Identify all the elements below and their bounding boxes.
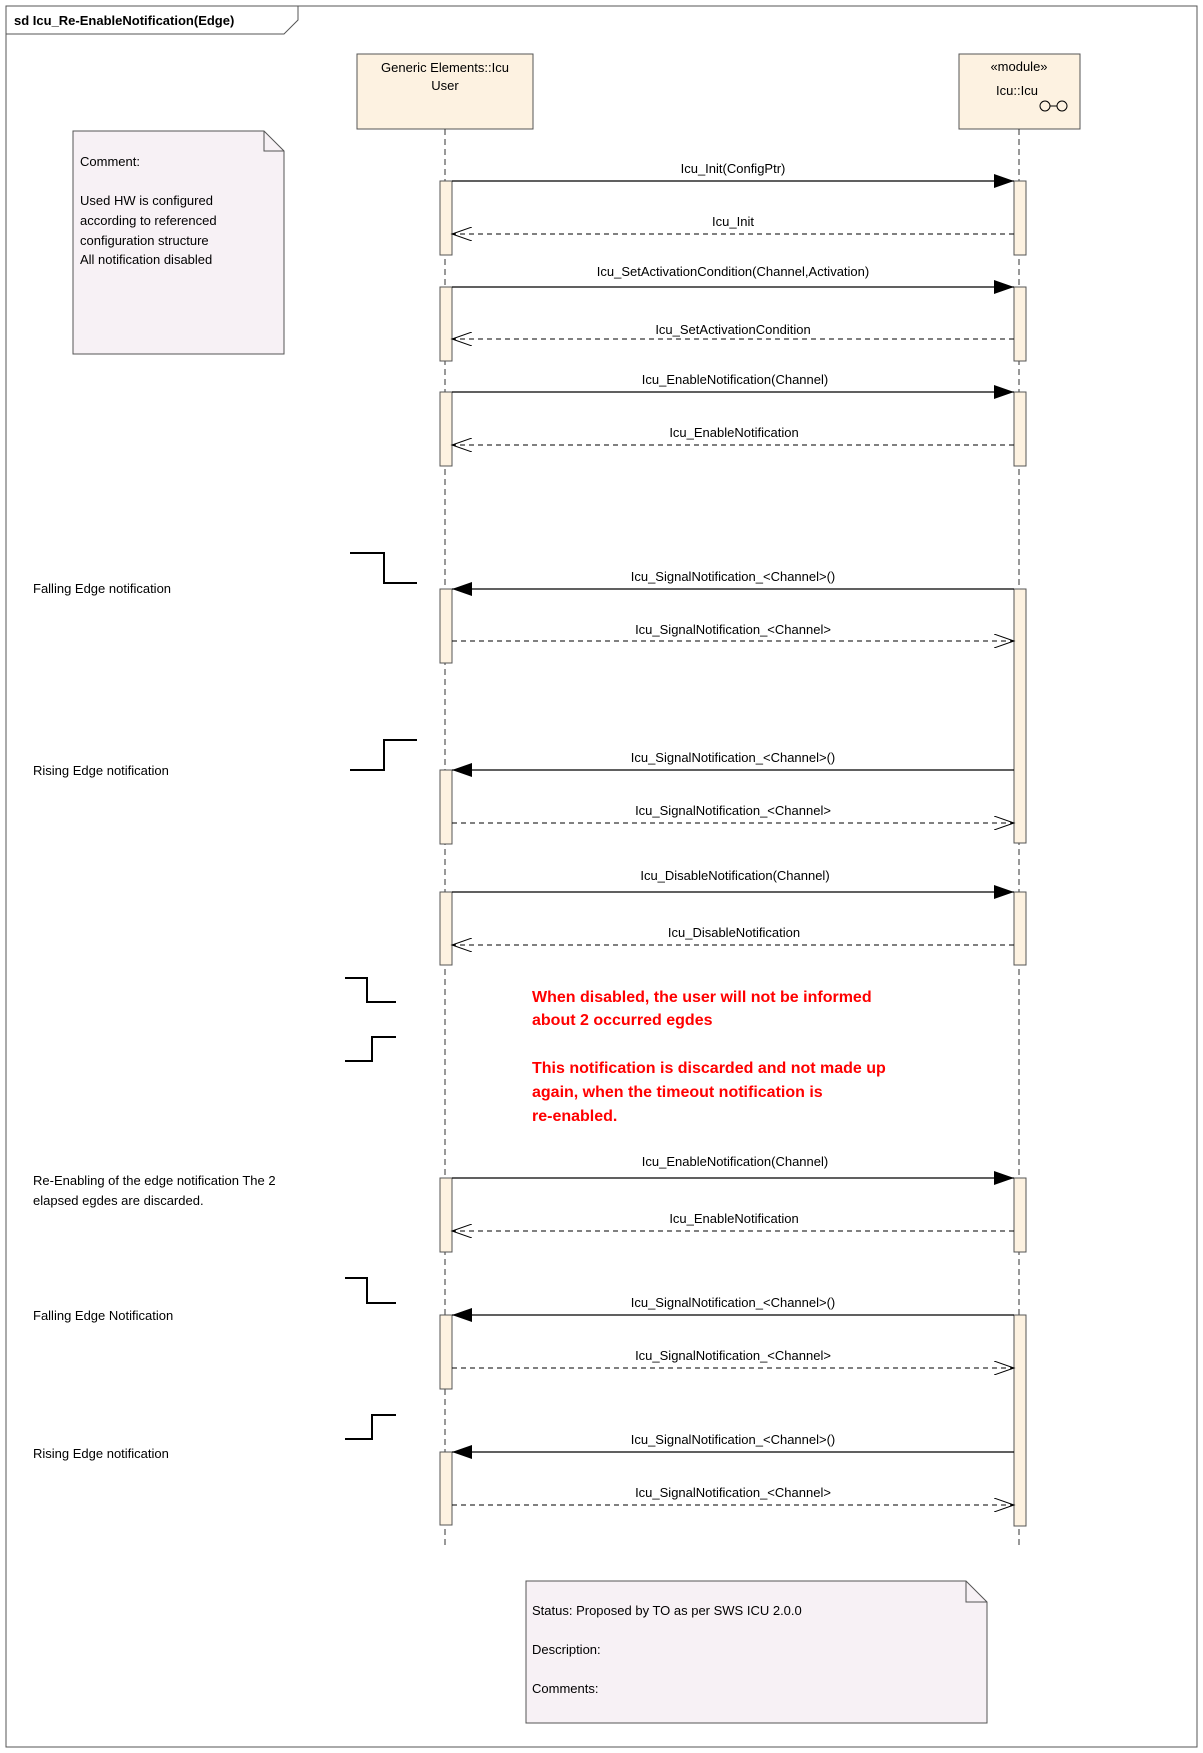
comment-note-line: All notification disabled <box>80 252 212 267</box>
status-note-status: Status: Proposed by TO as per SWS ICU 2.… <box>532 1603 802 1618</box>
frame-title: sd Icu_Re-EnableNotification(Edge) <box>14 13 234 28</box>
lifeline-user-name-line1: Generic Elements::Icu <box>381 60 509 75</box>
rising-edge-icon <box>345 1414 396 1440</box>
activation-bar-user <box>439 1314 453 1390</box>
red-annotation: re-enabled. <box>532 1108 617 1125</box>
lifeline-icu-name: Icu::Icu <box>996 83 1038 98</box>
message-label: Icu_SignalNotification_<Channel>() <box>631 1432 836 1447</box>
message-label: Icu_SignalNotification_<Channel> <box>635 1485 831 1500</box>
message-label: Icu_SignalNotification_<Channel> <box>635 622 831 637</box>
status-note-description: Description: <box>532 1642 601 1657</box>
message-label: Icu_Init <box>712 214 754 229</box>
falling-edge-icon <box>350 552 417 584</box>
activation-bar-icu <box>1013 286 1027 362</box>
activation-bar-icu <box>1013 1314 1027 1527</box>
activation-bar-icu <box>1013 891 1027 966</box>
status-note-comments: Comments: <box>532 1681 598 1696</box>
red-annotation: about 2 occurred egdes <box>532 1012 713 1029</box>
comment-note-fold <box>263 131 284 152</box>
status-note <box>525 1580 988 1724</box>
comment-note-line: according to referenced <box>80 213 217 228</box>
falling-edge-icon <box>345 977 396 1003</box>
message-label: Icu_SignalNotification_<Channel>() <box>631 750 836 765</box>
comment-note <box>72 130 285 355</box>
falling-edge-icon <box>345 1277 396 1304</box>
side-label-falling-edge: Falling Edge Notification <box>33 1308 173 1323</box>
red-annotation: This notification is discarded and not m… <box>532 1060 886 1077</box>
lifeline-header-icu[interactable] <box>958 53 1081 130</box>
message-label: Icu_EnableNotification(Channel) <box>642 372 828 387</box>
lifeline-user-name-line2: User <box>431 78 459 93</box>
comment-note-heading: Comment: <box>80 154 140 169</box>
side-label-rising-edge: Rising Edge notification <box>33 763 169 778</box>
activation-bar-user <box>439 769 453 845</box>
activation-bar-icu <box>1013 180 1027 256</box>
message-label: Icu_DisableNotification(Channel) <box>640 868 829 883</box>
red-annotation: When disabled, the user will not be info… <box>532 989 872 1006</box>
lifeline-icu-stereotype: «module» <box>990 59 1047 74</box>
activation-bar-user <box>439 391 453 467</box>
side-label-falling-edge: Falling Edge notification <box>33 581 171 596</box>
message-label: Icu_SignalNotification_<Channel> <box>635 1348 831 1363</box>
message-label: Icu_EnableNotification <box>669 1211 798 1226</box>
message-label: Icu_EnableNotification(Channel) <box>642 1154 828 1169</box>
side-label-reenable: elapsed egdes are discarded. <box>33 1193 204 1208</box>
message-label: Icu_SignalNotification_<Channel> <box>635 803 831 818</box>
message-label: Icu_SignalNotification_<Channel>() <box>631 1295 836 1310</box>
message-label: Icu_SetActivationCondition <box>655 322 810 337</box>
activation-bar-user <box>439 588 453 664</box>
activation-bar-user <box>439 1451 453 1526</box>
activation-bar-user <box>439 286 453 362</box>
activation-bar-user <box>439 1177 453 1253</box>
message-label: Icu_EnableNotification <box>669 425 798 440</box>
activation-bar-icu <box>1013 1177 1027 1253</box>
activation-bar-user <box>439 891 453 966</box>
rising-edge-icon <box>350 739 417 771</box>
activation-bar-icu <box>1013 588 1027 844</box>
message-label: Icu_SignalNotification_<Channel>() <box>631 569 836 584</box>
comment-note-line: Used HW is configured <box>80 193 213 208</box>
message-label: Icu_DisableNotification <box>668 925 800 940</box>
message-label: Icu_Init(ConfigPtr) <box>681 161 786 176</box>
frame-title-tab <box>5 5 299 35</box>
status-note-fold <box>965 1581 987 1603</box>
red-annotation: again, when the timeout notification is <box>532 1084 823 1101</box>
comment-note-line: configuration structure <box>80 233 209 248</box>
side-label-rising-edge: Rising Edge notification <box>33 1446 169 1461</box>
rising-edge-icon <box>345 1036 396 1062</box>
component-icon <box>1039 100 1068 112</box>
side-label-reenable: Re-Enabling of the edge notification The… <box>33 1173 276 1188</box>
message-label: Icu_SetActivationCondition(Channel,Activ… <box>597 264 869 279</box>
activation-bar-user <box>439 180 453 256</box>
activation-bar-icu <box>1013 391 1027 467</box>
